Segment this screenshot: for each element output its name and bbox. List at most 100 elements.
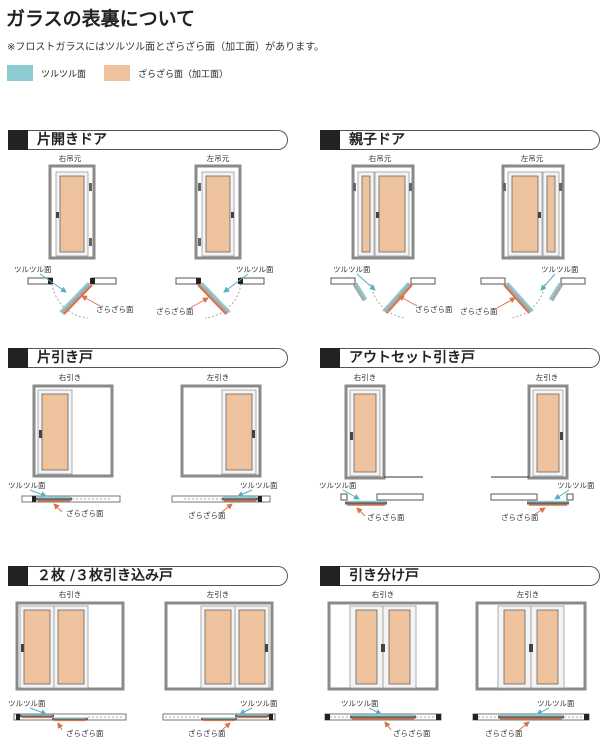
- label-smooth: ツルツル面: [319, 481, 357, 490]
- arrow-smooth: [342, 489, 360, 500]
- hinged-door-diagram: 右吊元 ツルツル面 ざらざら面 左吊元 ツルツル面 ざらざら面: [14, 153, 274, 319]
- arrow-rough: [221, 503, 233, 513]
- caption-parent-child-right: 右吊元: [369, 153, 392, 163]
- section-title: 片開きドア: [37, 132, 107, 148]
- legend-rough: ざらざら面（加工面）: [104, 64, 228, 82]
- label-smooth: ツルツル面: [541, 265, 579, 274]
- legend-rough-label: ざらざら面（加工面）: [138, 69, 229, 80]
- arrow-smooth: [237, 489, 253, 497]
- caption-multi-left: 左引き: [207, 589, 230, 599]
- jamb: [16, 714, 20, 720]
- frosted-glass-panel: [511, 175, 539, 253]
- arrow-rough: [189, 297, 209, 309]
- wall-right: [560, 277, 586, 285]
- glass-smooth-side: [382, 282, 409, 312]
- legend-smooth-swatch: [7, 65, 33, 81]
- parent-child-door-diagram: 右吊元 ツルツル面 ざらざら面 左吊元 ツルツル面 ざらざら面: [330, 153, 586, 319]
- door-leaf-plan: [60, 282, 92, 315]
- frosted-glass-panel: [204, 609, 232, 685]
- section-header-hinged-door: 片開きドア: [8, 130, 288, 150]
- jamb: [32, 496, 36, 502]
- glass-rough-side: [386, 284, 413, 314]
- door-leaf-plan: [198, 282, 230, 315]
- section-marker: [320, 130, 340, 150]
- label-rough: ざらざら面: [415, 304, 453, 314]
- outset-sliding-diagram: 右引き ツルツル面 ざらざら面 左引き ツルツル面 ざらざら面: [319, 372, 595, 522]
- hinge-icon: [198, 183, 201, 191]
- door-handle-icon: [231, 212, 234, 218]
- section-title: アウトセット引き戸: [349, 350, 475, 366]
- legend-smooth-label: ツルツル面: [41, 69, 87, 80]
- wall-right: [91, 277, 117, 285]
- arrow-smooth: [239, 707, 253, 715]
- arrow-smooth: [536, 707, 550, 715]
- jamb: [473, 714, 478, 720]
- arrow-rough: [496, 297, 516, 309]
- arrow-smooth: [29, 489, 47, 498]
- label-smooth: ツルツル面: [333, 265, 371, 274]
- label-rough: ざらざら面: [393, 728, 431, 738]
- arrow-smooth: [356, 273, 376, 291]
- section-marker: [320, 348, 340, 368]
- jamb: [238, 278, 243, 284]
- arrow-smooth: [29, 707, 47, 716]
- wall-stub: [566, 493, 574, 501]
- arrow-rough: [534, 507, 546, 515]
- caption-outset-right: 右引き: [354, 372, 377, 382]
- door-handle-icon: [376, 212, 379, 218]
- section-header-parent-child-door: 親子ドア: [320, 130, 600, 150]
- split-sliding-diagram: 右引き ツルツル面 ざらざら面 左引き ツルツル面 ざらざら面: [324, 589, 590, 738]
- frosted-glass-panel: [41, 393, 69, 471]
- legend-rough-swatch: [104, 65, 130, 81]
- section-header-multi-sliding: ２枚 /３枚引き込み戸: [8, 566, 288, 586]
- wall-right: [239, 277, 265, 285]
- swing-arc: [51, 283, 89, 319]
- caption-hinged-right: 右吊元: [59, 153, 82, 163]
- label-smooth: ツルツル面: [8, 481, 46, 490]
- frosted-glass-panel: [503, 609, 526, 685]
- frosted-glass-panel: [353, 393, 377, 473]
- multi-sliding-diagram: 右引き ツルツル面 ざらざら面 左引き ツルツル面 ざらざら面: [8, 589, 278, 738]
- section-title: 片引き戸: [37, 350, 93, 366]
- arrow-smooth: [368, 707, 382, 715]
- section-title: 親子ドア: [349, 132, 405, 148]
- page-title: ガラスの表裏について: [6, 8, 196, 30]
- arrow-rough: [398, 295, 418, 307]
- label-rough: ざらざら面: [188, 510, 226, 520]
- door-pull-icon: [265, 644, 268, 652]
- label-rough: ざらざら面: [460, 306, 498, 316]
- glass-rough-side: [503, 284, 530, 314]
- jamb: [584, 714, 589, 720]
- caption-parent-child-left: 左吊元: [521, 153, 544, 163]
- frosted-glass-panel: [238, 609, 266, 685]
- frosted-glass-panel: [388, 609, 411, 685]
- glass-smooth-side: [59, 282, 89, 313]
- section-header-single-sliding: 片引き戸: [8, 348, 288, 368]
- arrow-rough: [221, 722, 231, 731]
- door-pull-icon: [39, 430, 42, 438]
- hinge-icon: [559, 183, 562, 191]
- hinge-icon: [409, 183, 412, 191]
- caption-split-right: 右引き: [372, 589, 395, 599]
- frosted-glass-panel: [536, 393, 560, 473]
- label-smooth: ツルツル面: [14, 265, 52, 274]
- parent-leaf-plan: [504, 282, 533, 314]
- child-leaf-plan: [548, 282, 564, 302]
- label-rough: ざらざら面: [66, 728, 104, 738]
- wall-plan: [490, 493, 538, 501]
- label-smooth: ツルツル面: [240, 699, 278, 708]
- door-pull-icon: [529, 644, 531, 652]
- glass-smooth-side: [549, 282, 561, 300]
- section-marker: [8, 130, 28, 150]
- label-rough: ざらざら面: [188, 728, 226, 738]
- arrow-smooth: [554, 489, 570, 500]
- arrow-rough: [53, 503, 63, 513]
- section-title: 引き分け戸: [349, 568, 419, 584]
- page-note: ※フロストガラスにはツルツル面とざらざら面（加工面）があります。: [7, 42, 325, 53]
- arrow-rough: [81, 295, 101, 307]
- label-smooth: ツルツル面: [236, 265, 274, 274]
- frosted-glass-panel: [546, 175, 556, 253]
- label-smooth: ツルツル面: [341, 699, 379, 708]
- label-smooth: ツルツル面: [557, 481, 595, 490]
- arrow-smooth: [39, 273, 67, 293]
